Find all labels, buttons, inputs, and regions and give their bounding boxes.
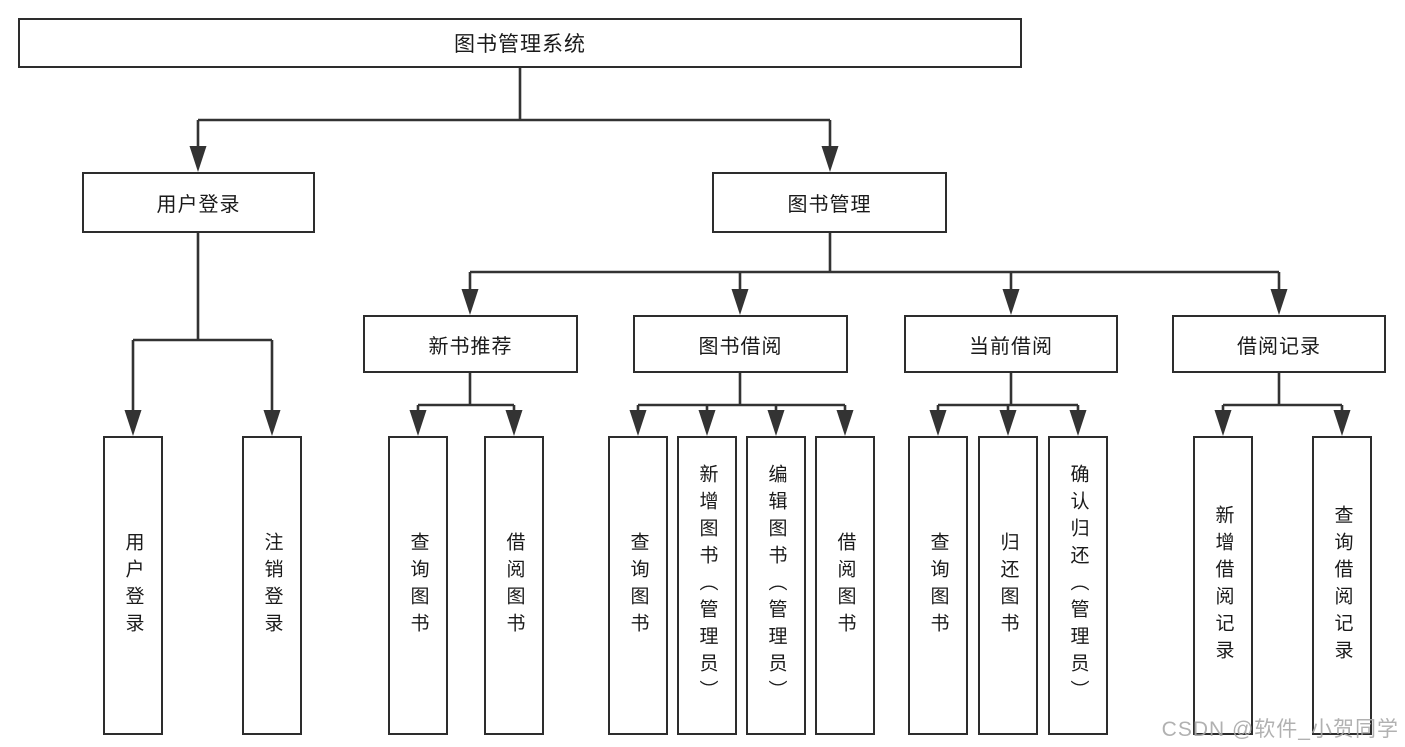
node-current-borrow: 当前借阅 xyxy=(904,315,1118,373)
leaf-query-borrow-record-label: 查询借阅记录 xyxy=(1331,504,1353,667)
leaf-return-books-label: 归还图书 xyxy=(997,531,1019,640)
node-book-borrow: 图书借阅 xyxy=(633,315,848,373)
node-root-label: 图书管理系统 xyxy=(454,33,586,56)
node-new-book-recommend-label: 新书推荐 xyxy=(428,335,513,358)
leaf-confirm-return-admin-label: 确认归还（管理员） xyxy=(1067,464,1089,707)
leaf-query-borrow-record: 查询借阅记录 xyxy=(1312,436,1372,735)
leaf-borrow-books-recommend-label: 借阅图书 xyxy=(503,531,525,640)
leaf-borrow-books: 借阅图书 xyxy=(815,436,875,735)
leaf-query-books-recommend-label: 查询图书 xyxy=(407,531,429,640)
leaf-add-borrow-record-label: 新增借阅记录 xyxy=(1212,504,1234,667)
node-book-borrow-label: 图书借阅 xyxy=(698,335,783,358)
leaf-edit-book-admin-label: 编辑图书（管理员） xyxy=(765,464,787,707)
leaf-logout: 注销登录 xyxy=(242,436,302,735)
node-new-book-recommend: 新书推荐 xyxy=(363,315,578,373)
node-root: 图书管理系统 xyxy=(18,18,1022,68)
leaf-query-books-borrow: 查询图书 xyxy=(608,436,668,735)
leaf-user-login: 用户登录 xyxy=(103,436,163,735)
leaf-query-books-borrow-label: 查询图书 xyxy=(627,531,649,640)
node-borrow-records-label: 借阅记录 xyxy=(1237,335,1321,358)
leaf-query-books-recommend: 查询图书 xyxy=(388,436,448,735)
leaf-logout-label: 注销登录 xyxy=(261,531,283,640)
leaf-add-borrow-record: 新增借阅记录 xyxy=(1193,436,1253,735)
leaf-edit-book-admin: 编辑图书（管理员） xyxy=(746,436,806,735)
leaf-borrow-books-recommend: 借阅图书 xyxy=(484,436,544,735)
leaf-return-books: 归还图书 xyxy=(978,436,1038,735)
leaf-query-books-current-label: 查询图书 xyxy=(927,531,949,640)
node-book-management-label: 图书管理 xyxy=(787,194,872,216)
leaf-borrow-books-label: 借阅图书 xyxy=(834,531,856,640)
leaf-add-book-admin: 新增图书（管理员） xyxy=(677,436,737,735)
node-current-borrow-label: 当前借阅 xyxy=(969,335,1053,358)
node-borrow-records: 借阅记录 xyxy=(1172,315,1386,373)
node-user-login: 用户登录 xyxy=(82,172,315,233)
leaf-query-books-current: 查询图书 xyxy=(908,436,968,735)
node-book-management: 图书管理 xyxy=(712,172,947,233)
leaf-user-login-label: 用户登录 xyxy=(122,531,144,640)
leaf-confirm-return-admin: 确认归还（管理员） xyxy=(1048,436,1108,735)
node-user-login-label: 用户登录 xyxy=(156,194,241,216)
leaf-add-book-admin-label: 新增图书（管理员） xyxy=(696,464,718,707)
csdn-watermark: CSDN @软件_小贺同学 xyxy=(1161,718,1399,741)
